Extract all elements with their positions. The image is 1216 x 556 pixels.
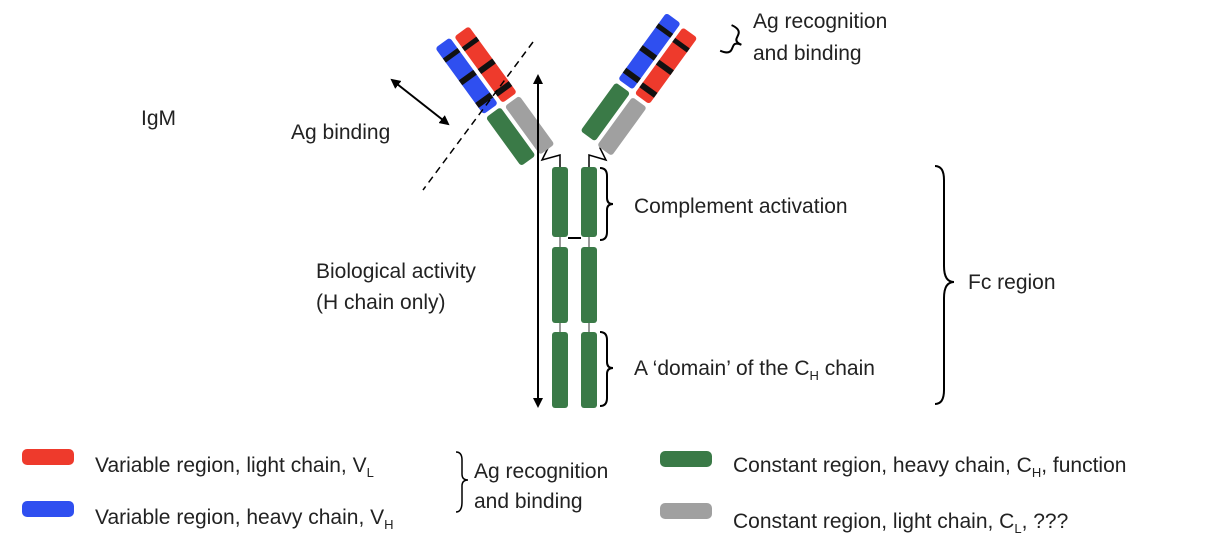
domain-label-subscript: H	[809, 368, 819, 383]
legend-text: Variable region, light chain, V	[95, 454, 367, 477]
legend-subscript: L	[1014, 521, 1022, 536]
hypervariable-band	[477, 58, 496, 74]
fc-region-label: Fc region	[968, 271, 1056, 294]
legend-text: Variable region, heavy chain, V	[95, 506, 385, 529]
fc-stem	[552, 167, 597, 408]
heavy-constant-domain	[581, 247, 597, 323]
legend-suffix: , ???	[1021, 510, 1069, 533]
fab-arm-right	[581, 13, 697, 155]
isotype-label: IgM	[141, 107, 177, 130]
legend-item-light-variable: Variable region, light chain, VL	[95, 454, 374, 480]
legend-subscript: H	[1031, 465, 1042, 480]
hypervariable-band	[655, 23, 674, 38]
legend-text: Constant region, heavy chain, C	[733, 454, 1032, 477]
domain-label-prefix: A ‘domain’ of the C	[634, 357, 810, 380]
hypervariable-band	[458, 69, 477, 86]
legend-group-brace	[455, 451, 469, 513]
heavy-constant-domain	[552, 332, 568, 408]
domain-brace	[599, 331, 614, 407]
hypervariable-band	[639, 45, 658, 61]
ag-binding-label: Ag binding	[291, 121, 391, 144]
heavy-constant-domain	[581, 167, 597, 237]
heavy-constant-domain	[581, 83, 630, 141]
ag-binding-arrow	[390, 78, 450, 126]
legend-group-label-line2: and binding	[474, 490, 583, 513]
heavy-constant-domain	[552, 167, 568, 237]
biological-activity-label-line2: (H chain only)	[316, 291, 446, 314]
legend-suffix: , function	[1041, 454, 1127, 477]
fc-region-brace	[934, 165, 955, 405]
ag-recognition-label-line1: Ag recognition	[753, 10, 888, 33]
hypervariable-band	[461, 36, 480, 52]
ag-recognition-brace	[719, 24, 742, 54]
complement-activation-label: Complement activation	[634, 195, 848, 218]
hypervariable-band	[655, 59, 674, 76]
hypervariable-band	[442, 47, 461, 63]
legend-swatch-light-variable	[22, 449, 74, 465]
domain-label-suffix: chain	[818, 357, 875, 380]
heavy-constant-domain	[552, 247, 568, 323]
legend-text: Constant region, light chain, C	[733, 510, 1015, 533]
legend-subscript: H	[384, 517, 394, 532]
legend-swatch-heavy-constant	[660, 451, 712, 467]
hypervariable-band	[475, 92, 494, 108]
hypervariable-band	[672, 37, 690, 53]
legend-swatch-heavy-variable	[22, 501, 74, 517]
hypervariable-band	[494, 81, 513, 97]
legend-item-heavy-variable: Variable region, heavy chain, VH	[95, 506, 394, 532]
hypervariable-band	[622, 67, 641, 84]
legend-group-label-line1: Ag recognition	[474, 460, 609, 483]
heavy-constant-domain	[486, 108, 535, 165]
fab-arm-left	[436, 27, 554, 165]
light-constant-domain	[598, 98, 646, 155]
hypervariable-band	[639, 82, 658, 98]
complement-brace	[599, 167, 614, 241]
variable-constant-boundary-dashed-line	[422, 41, 534, 191]
ag-recognition-label-line2: and binding	[753, 42, 862, 65]
heavy-constant-domain	[581, 332, 597, 408]
legend-swatch-light-constant	[660, 503, 712, 519]
legend-subscript: L	[366, 465, 374, 480]
legend-item-light-constant: Constant region, light chain, CL, ???	[733, 510, 1068, 536]
legend-item-heavy-constant: Constant region, heavy chain, CH, functi…	[733, 454, 1126, 480]
biological-activity-label-line1: Biological activity	[316, 260, 476, 283]
domain-label: A ‘domain’ of the CH chain	[634, 356, 875, 388]
